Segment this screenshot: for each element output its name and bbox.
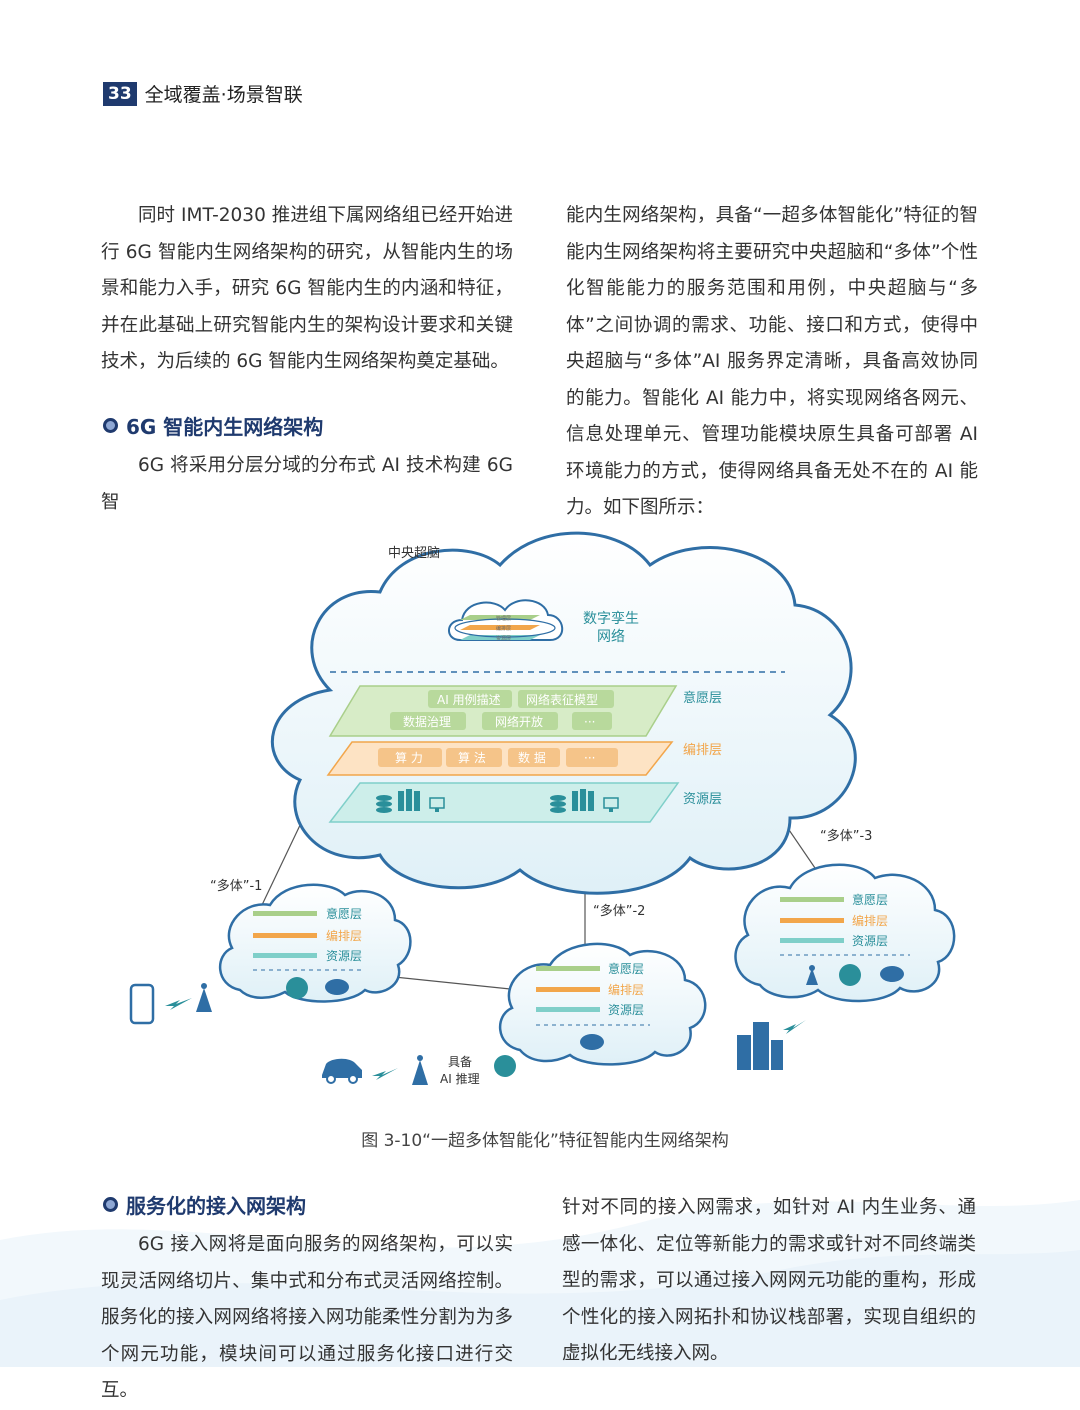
digital-twin-label-2: 网络 <box>597 629 625 645</box>
multi2-cloud <box>498 942 707 1066</box>
multi1-label: “多体”-1 <box>210 878 262 894</box>
intent-layer-label: 意愿层 <box>683 690 722 706</box>
intent-items: AI 用例描述 网络表征模型 数据治理 网络开放 ··· <box>390 690 614 730</box>
signal-bolt-icon <box>783 1020 806 1034</box>
antenna-icon <box>412 1055 428 1085</box>
ai-capable-label-1: 具备 <box>448 1055 472 1069</box>
multi2-label: “多体”-2 <box>593 903 645 919</box>
bullet-icon <box>103 418 118 433</box>
orchestration-items: 算 力 算 法 数 据 ··· <box>378 748 618 767</box>
multi1-orch: 编排层 <box>326 928 362 943</box>
digital-twin-label-1: 数字孪生 <box>583 610 639 627</box>
section-title: 服务化的接入网架构 <box>126 1194 306 1218</box>
signal-bolt-icon <box>372 1068 398 1080</box>
orchestration-layer-label: 编排层 <box>683 743 722 758</box>
intent-item-2: 网络表征模型 <box>526 692 598 707</box>
orch-item-3: 数 据 <box>518 750 546 765</box>
ai-capable-label-2: AI 推理 <box>440 1072 480 1086</box>
intent-item-4: 网络开放 <box>495 714 543 729</box>
twin-layer-2: 编排层 <box>496 625 511 632</box>
resource-layer-label: 资源层 <box>683 792 722 807</box>
twin-layer-3: 资源层 <box>496 635 511 642</box>
section-heading-access-network: 服务化的接入网架构 <box>103 1190 306 1219</box>
architecture-diagram: 中央超脑 管理层 编排层 资源层 数字孪生 网络 AI 用例描述 网络表征模型 … <box>129 531 956 1086</box>
right-column-bottom: 针对不同的接入网需求，如针对 AI 内生业务、通感一体化、定位等新能力的需求或针… <box>562 1190 976 1373</box>
digital-twin-icon: 管理层 编排层 资源层 <box>448 599 564 642</box>
multi1-intent: 意愿层 <box>326 906 362 921</box>
intent-item-3: 数据治理 <box>403 714 451 729</box>
section-heading-architecture: 6G 智能内生网络架构 <box>103 411 323 440</box>
paragraph-section2: 6G 接入网将是面向服务的网络架构，可以实现灵活网络切片、集中式和分布式灵活网络… <box>101 1234 513 1401</box>
cloud-icon <box>325 979 349 995</box>
page-number: 33 <box>103 81 137 106</box>
multi3-orch: 编排层 <box>852 913 888 928</box>
multi2-intent: 意愿层 <box>608 961 644 976</box>
car-icon <box>322 1058 362 1084</box>
server-icon <box>550 789 619 813</box>
paragraph-access-network-continued: 针对不同的接入网需求，如针对 AI 内生业务、通感一体化、定位等新能力的需求或针… <box>562 1197 976 1364</box>
intent-item-5: ··· <box>584 715 595 729</box>
multi3-resource: 资源层 <box>852 934 888 948</box>
left-column-section1: 6G 将采用分层分域的分布式 AI 技术构建 6G 智 <box>101 448 513 521</box>
right-column-top: 能内生网络架构，具备“一超多体智能化”特征的智能内生网络架构将主要研究中央超脑和… <box>566 198 978 527</box>
phone-icon <box>129 983 155 1025</box>
antenna-icon <box>196 983 212 1012</box>
multi3-label: “多体”-3 <box>820 828 872 844</box>
snowflake-icon <box>494 1055 516 1077</box>
multi3-intent: 意愿层 <box>852 892 888 907</box>
cloud-icon <box>880 966 904 982</box>
multi2-resource: 资源层 <box>608 1003 644 1017</box>
paragraph-intro: 同时 IMT-2030 推进组下属网络组已经开始进行 6G 智能内生网络架构的研… <box>101 205 513 372</box>
snowflake-icon <box>286 977 308 999</box>
section-title: 6G 智能内生网络架构 <box>126 415 324 439</box>
server-icon <box>376 789 445 813</box>
snowflake-icon <box>839 964 861 986</box>
page-header: 33 全域覆盖·场景智联 <box>103 80 303 107</box>
multi2-orch: 编排层 <box>608 982 644 997</box>
paragraph-continued: 能内生网络架构，具备“一超多体智能化”特征的智能内生网络架构将主要研究中央超脑和… <box>566 205 978 518</box>
twin-layer-1: 管理层 <box>496 615 511 622</box>
multi1-resource: 资源层 <box>326 949 362 963</box>
multi1-cloud <box>218 883 412 1003</box>
header-title: 全域覆盖·场景智联 <box>144 84 303 106</box>
bullet-icon <box>103 1197 118 1212</box>
orch-item-4: ··· <box>584 751 595 765</box>
central-brain-label: 中央超脑 <box>388 546 440 561</box>
figure-caption: 图 3-10“一超多体智能化”特征智能内生网络架构 <box>361 1131 729 1151</box>
paragraph-section1: 6G 将采用分层分域的分布式 AI 技术构建 6G 智 <box>101 455 513 513</box>
antenna-icon <box>806 965 818 985</box>
orch-item-1: 算 力 <box>395 750 423 765</box>
intent-item-1: AI 用例描述 <box>437 693 501 707</box>
left-column-section2: 6G 接入网将是面向服务的网络架构，可以实现灵活网络切片、集中式和分布式灵活网络… <box>101 1227 513 1410</box>
background-wave <box>0 1200 1080 1367</box>
left-column-top: 同时 IMT-2030 推进组下属网络组已经开始进行 6G 智能内生网络架构的研… <box>101 198 513 381</box>
signal-bolt-icon <box>165 998 192 1010</box>
orch-item-2: 算 法 <box>458 750 486 765</box>
cloud-icon <box>580 1034 604 1050</box>
building-icon <box>737 1022 783 1070</box>
